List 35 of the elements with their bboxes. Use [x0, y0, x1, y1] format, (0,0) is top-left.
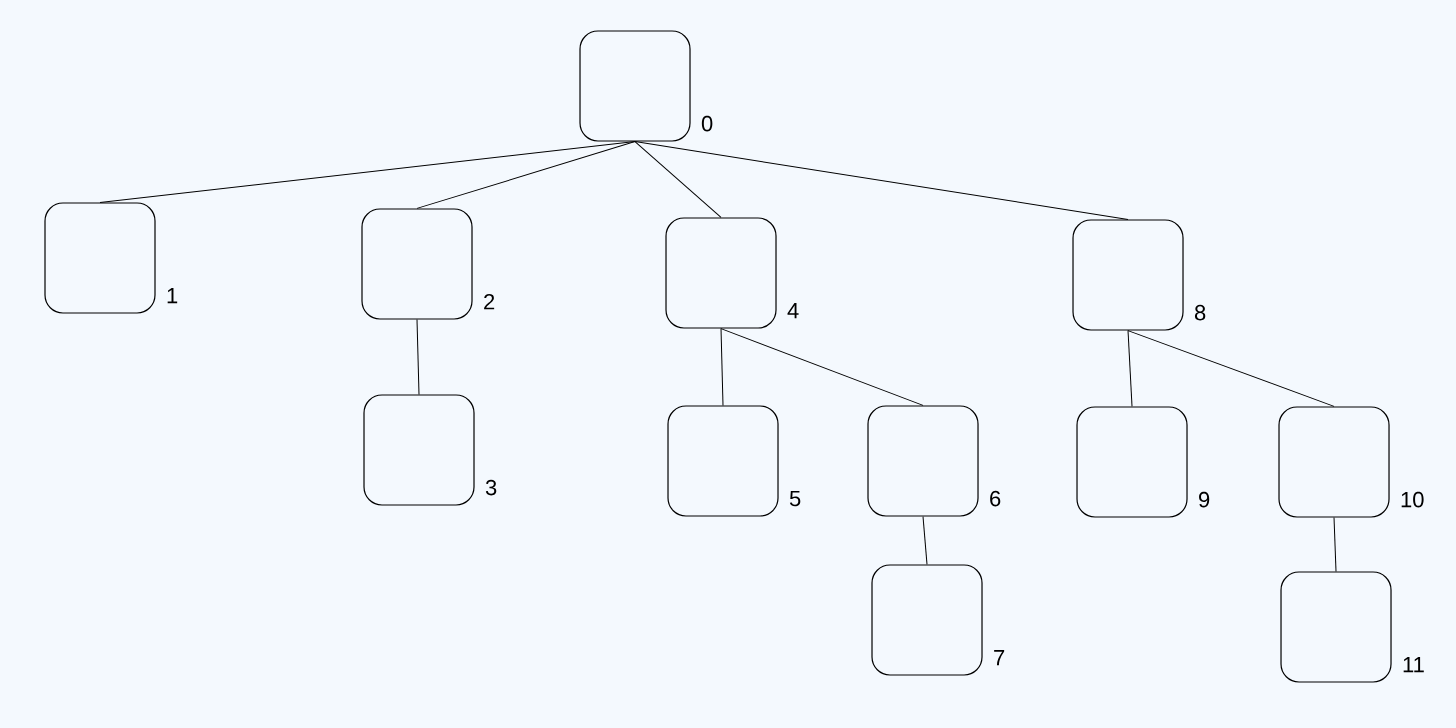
tree-node-box — [665, 217, 777, 329]
node-number: 9 — [1199, 491, 1210, 508]
tree-node-box — [1076, 406, 1188, 518]
node-number: 11 — [1403, 657, 1424, 673]
connector-line — [720, 328, 924, 406]
tree-node-box — [1072, 219, 1184, 331]
node-number: 0 — [701, 115, 713, 132]
tree-node-box — [867, 405, 979, 517]
connector-line — [922, 516, 928, 565]
node-number: 2 — [484, 293, 495, 310]
connector-line — [1127, 330, 1133, 407]
connector-line — [416, 319, 420, 395]
connector-line — [1127, 330, 1335, 407]
connector-line — [634, 141, 722, 218]
node-number: 3 — [485, 479, 497, 496]
node-number: 4 — [787, 303, 799, 319]
node-number: 8 — [1194, 304, 1206, 321]
tree-node-box — [363, 394, 475, 506]
node-number: 10 — [1401, 491, 1424, 508]
tree-node-box — [667, 405, 779, 517]
tree-node-box — [579, 30, 691, 142]
tree-node-box — [871, 564, 983, 676]
connector-line — [416, 141, 636, 209]
connector-line — [99, 141, 636, 203]
node-number: 7 — [994, 650, 1005, 666]
tree-node-box — [1278, 406, 1390, 518]
node-number: 5 — [789, 490, 801, 507]
tree-node-box — [44, 202, 156, 314]
connector-line — [720, 328, 724, 406]
node-number: 6 — [990, 490, 1001, 507]
connector-line — [634, 141, 1129, 220]
connector-line — [1333, 517, 1337, 572]
tree-node-box — [361, 208, 473, 320]
tree-node-box — [1280, 571, 1392, 683]
node-number: 1 — [167, 288, 178, 304]
